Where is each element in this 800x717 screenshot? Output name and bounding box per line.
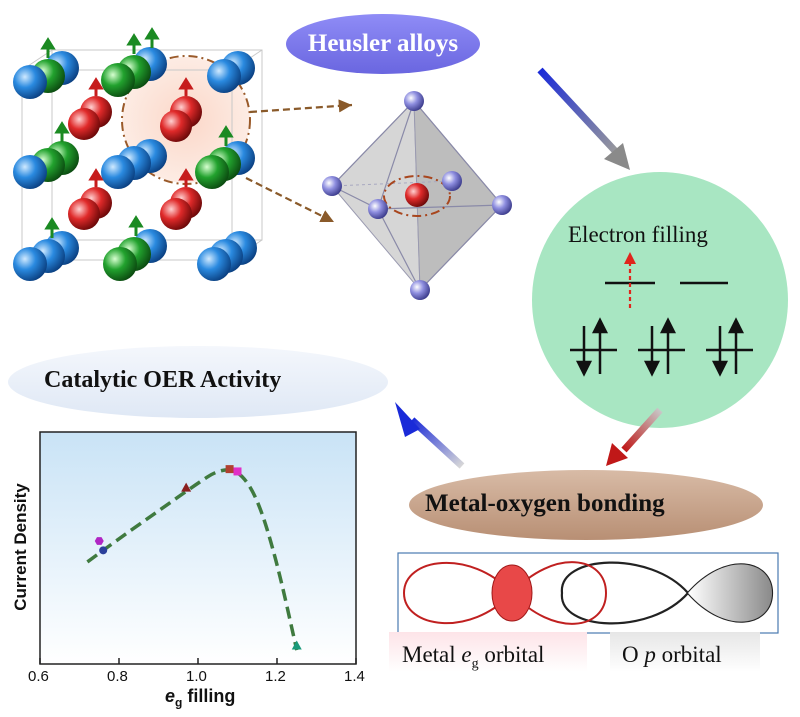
o-orbital-label-bg xyxy=(610,632,760,672)
x-tick-label: 1.0 xyxy=(186,668,207,685)
data-point xyxy=(291,640,302,650)
data-point xyxy=(94,537,104,545)
data-point xyxy=(99,546,108,555)
heusler-label: Heusler alloys xyxy=(307,30,459,57)
metal-oxygen-label: Metal-oxygen bonding xyxy=(425,490,665,517)
data-points xyxy=(94,465,302,650)
spin-arrows xyxy=(40,27,234,238)
eg-filling-chart xyxy=(39,431,357,665)
arrow-to-electron-filling xyxy=(537,67,630,170)
data-point xyxy=(181,482,192,492)
zoom-arrows xyxy=(245,99,353,223)
catalytic-label: Catalytic OER Activity xyxy=(44,367,282,393)
x-tick-label: 0.6 xyxy=(28,668,49,685)
x-tick-label: 1.4 xyxy=(344,668,365,685)
o-orbital-label: O p orbital xyxy=(622,642,722,667)
electron-filling-label: Electron filling xyxy=(568,222,708,247)
x-tick-label: 0.8 xyxy=(107,668,128,685)
atoms xyxy=(13,47,257,281)
octahedron xyxy=(322,91,512,300)
metal-orbital-label: Metal eg orbital xyxy=(402,642,545,672)
arrow-to-catalytic xyxy=(395,402,465,469)
y-axis-label: Current Density xyxy=(11,483,30,611)
plot-area xyxy=(39,431,357,665)
data-point xyxy=(225,465,234,474)
x-axis-label: eg filling xyxy=(165,686,236,710)
heusler-pill xyxy=(286,14,480,74)
x-tick-label: 1.2 xyxy=(265,668,286,685)
arrow-to-metal-oxygen xyxy=(606,407,663,466)
trend-curve xyxy=(86,467,299,651)
metal-center xyxy=(491,564,533,622)
electron-filling-panel xyxy=(532,172,788,428)
data-point xyxy=(233,467,242,476)
x-ticks xyxy=(39,658,357,664)
eg-electron-arrow xyxy=(624,252,636,308)
catalytic-pill xyxy=(8,346,388,418)
orbital-overlap-diagram xyxy=(389,552,779,672)
t2g-orbital-levels xyxy=(570,317,753,377)
metal-oxygen-pill xyxy=(409,470,763,540)
crystal-lattice xyxy=(13,27,263,281)
metal-orbital-label-bg xyxy=(389,632,587,672)
